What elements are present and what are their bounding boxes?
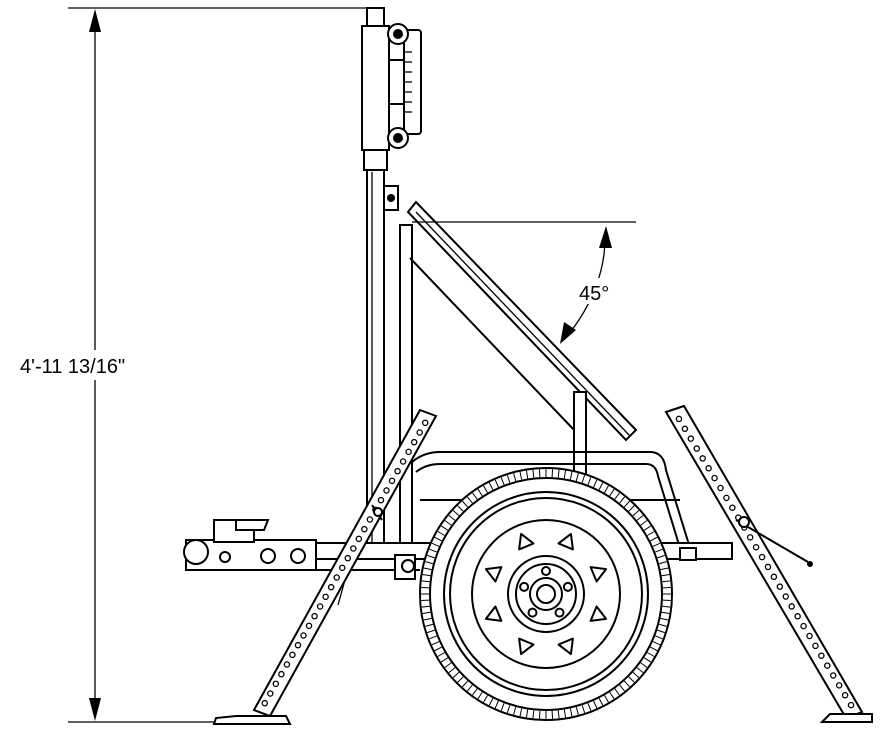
height-dimension-label: 4'-11 13/16" bbox=[20, 356, 125, 378]
height-dimension: 4'-11 13/16" bbox=[18, 7, 368, 723]
angle-dimension: 45° bbox=[560, 226, 620, 344]
hitch-coupler bbox=[183, 519, 306, 565]
right-outrigger-leg bbox=[664, 404, 873, 723]
signal-light-head bbox=[361, 7, 422, 171]
wheel bbox=[419, 467, 673, 721]
angle-label: 45° bbox=[579, 283, 609, 305]
left-outrigger-leg bbox=[212, 408, 438, 725]
